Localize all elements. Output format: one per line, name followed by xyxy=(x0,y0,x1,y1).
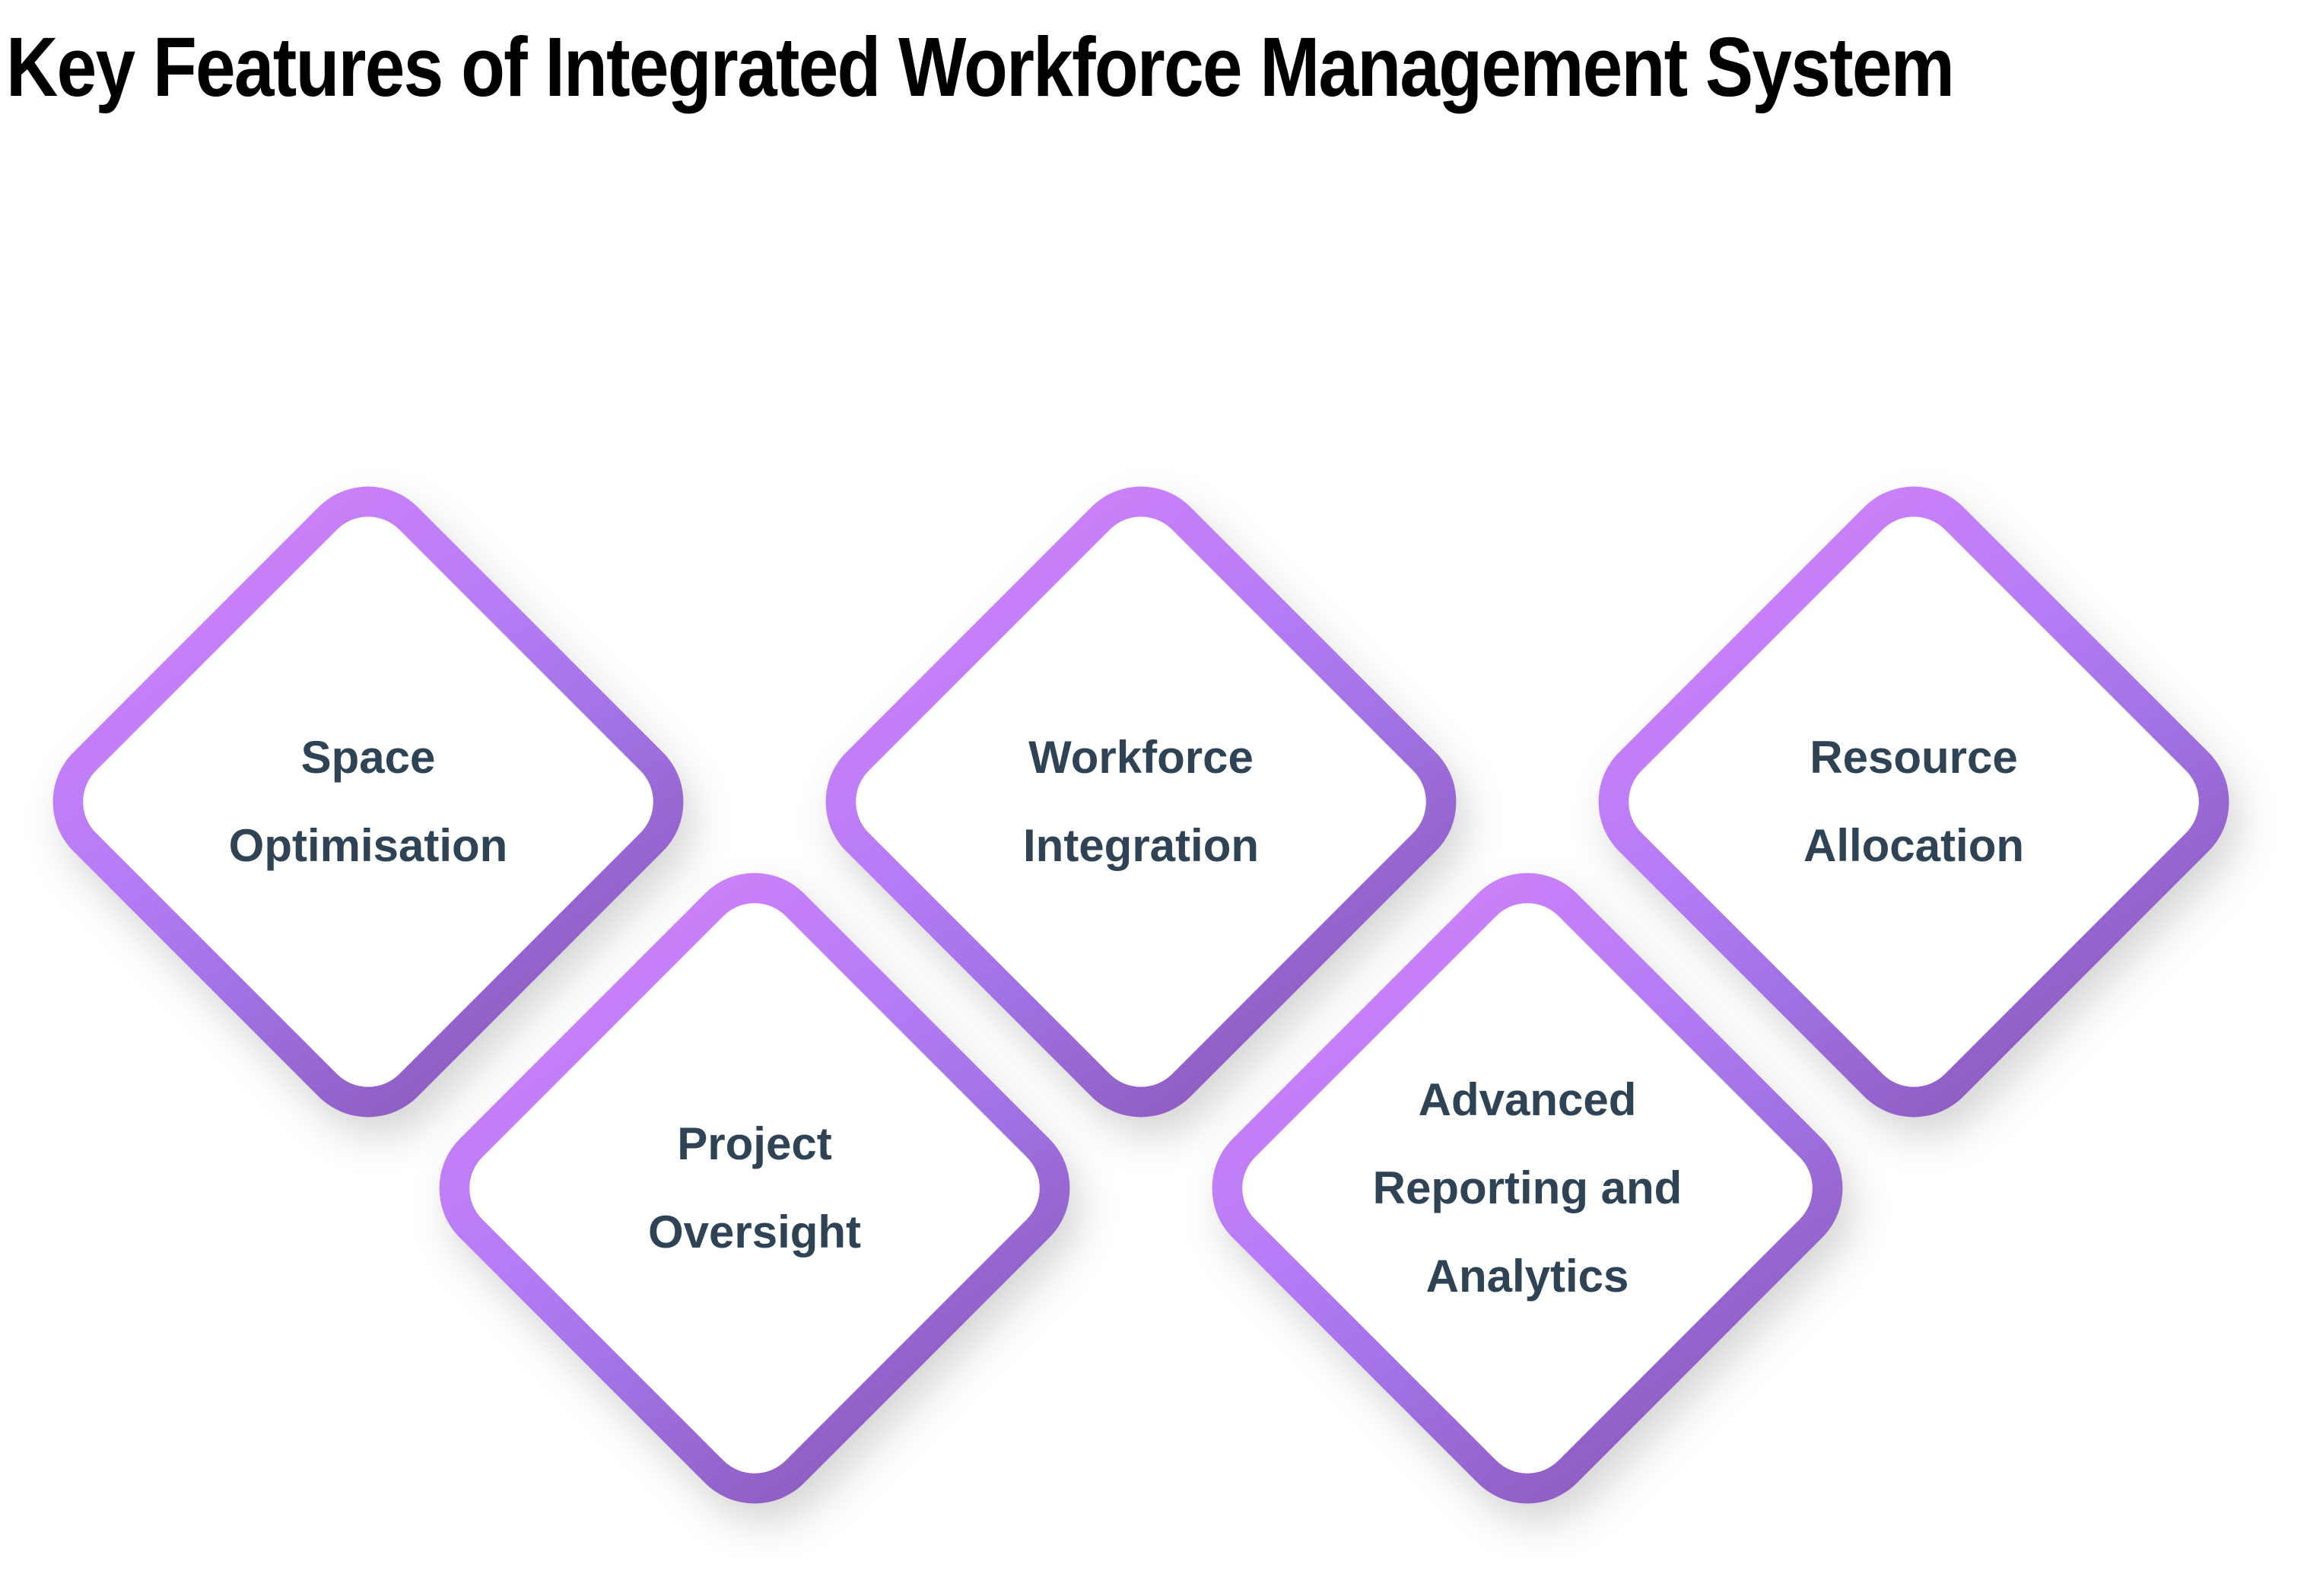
feature-label-line: Optimisation xyxy=(228,820,508,871)
feature-label: Resource Allocation xyxy=(1579,467,2248,1137)
feature-card-space-optimisation: Space Optimisation xyxy=(24,457,713,1146)
feature-card-resource-allocation: Resource Allocation xyxy=(1569,457,2258,1146)
feature-label-line: Allocation xyxy=(1803,820,2024,871)
feature-label: Advanced Reporting and Analytics xyxy=(1193,854,1862,1523)
page-title: Key Features of Integrated Workforce Man… xyxy=(6,21,1955,114)
feature-label: Workforce Integration xyxy=(806,467,1476,1137)
feature-label-line: Space xyxy=(300,732,436,783)
feature-label-line: Resource xyxy=(1810,732,2018,783)
feature-card-workforce-integration: Workforce Integration xyxy=(796,457,1486,1146)
feature-card-project-oversight: Project Oversight xyxy=(410,844,1099,1533)
feature-label-line: Integration xyxy=(1023,820,1259,871)
feature-label: Project Oversight xyxy=(420,854,1089,1523)
feature-label-line: Project xyxy=(677,1118,832,1169)
feature-card-advanced-reporting-analytics: Advanced Reporting and Analytics xyxy=(1183,844,1872,1533)
feature-label-line: Workforce xyxy=(1028,732,1254,783)
feature-label-line: Oversight xyxy=(647,1207,862,1257)
feature-label: Space Optimisation xyxy=(33,467,703,1137)
feature-label-line: Analytics xyxy=(1425,1251,1629,1302)
feature-label-line: Advanced xyxy=(1418,1074,1637,1125)
feature-label-line: Reporting and xyxy=(1372,1162,1683,1213)
